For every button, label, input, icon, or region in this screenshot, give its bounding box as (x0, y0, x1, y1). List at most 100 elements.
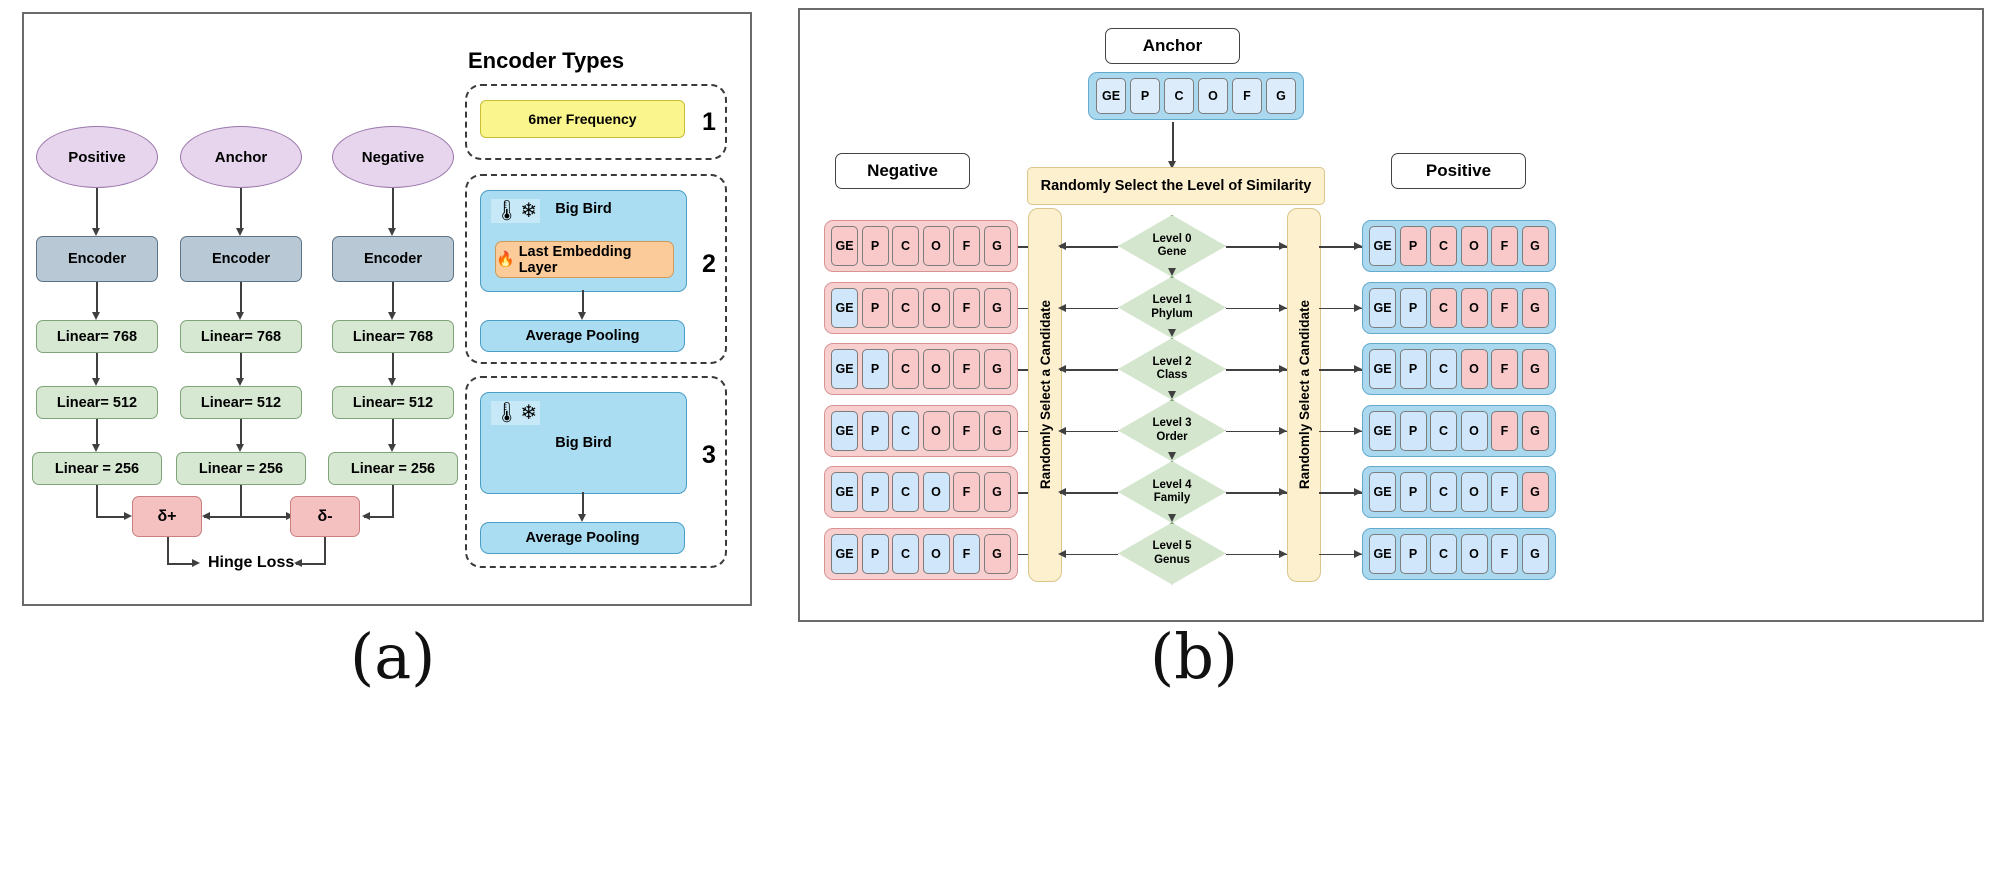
arrow-icon (1354, 242, 1362, 250)
token-cell: C (1430, 533, 1457, 574)
connector (1226, 430, 1287, 433)
thermometer-snowflake-icon: 🌡❄ (491, 401, 541, 425)
level-line1: Level 2 (1152, 355, 1192, 368)
figure-label-a: (a) (350, 620, 436, 693)
token-cell: C (892, 472, 919, 512)
level-line1: Level 1 (1152, 294, 1192, 307)
arrow-icon (1279, 426, 1287, 435)
arrow-icon (92, 378, 100, 386)
anchor-token-4: F (1232, 78, 1262, 114)
token-cell: F (1491, 226, 1518, 266)
connector (1319, 430, 1362, 433)
hinge-loss-label: Hinge Loss (208, 554, 295, 571)
token-cell: G (983, 226, 1011, 266)
connector (96, 485, 98, 517)
token-cell: GE (1369, 472, 1396, 512)
level-line2: Family (1153, 492, 1191, 504)
token-cell: G (1521, 226, 1549, 266)
arrow-icon (1279, 242, 1287, 250)
anchor-token-1: P (1130, 78, 1160, 114)
token-cell: P (1399, 349, 1427, 389)
arrow-icon (236, 312, 244, 320)
candidate-bar-left: Randomly Select a Candidate (1028, 208, 1062, 582)
connector (1226, 307, 1287, 310)
node-delta-negative: δ- (290, 496, 360, 537)
arrow-icon (1058, 303, 1066, 312)
level-line1: Level 5 (1152, 540, 1192, 553)
arrow-icon (1058, 549, 1066, 558)
level-line2: Class (1156, 369, 1188, 381)
token-cell: F (1491, 410, 1518, 451)
token-cell: P (1399, 472, 1427, 512)
connector (296, 563, 324, 565)
node-negative: Negative (332, 126, 454, 188)
connector (240, 419, 242, 447)
node-linear256-anchor: Linear = 256 (176, 452, 306, 485)
node-anchor: Anchor (180, 126, 302, 188)
encoder-type-3-number: 3 (702, 441, 716, 469)
token-cell: GE (831, 533, 858, 574)
connector (1226, 369, 1287, 371)
token-cell: F (1491, 472, 1518, 512)
connector (1319, 369, 1362, 371)
arrow-icon (1279, 488, 1287, 496)
connector (96, 282, 98, 315)
arrow-icon (388, 228, 396, 236)
arrow-icon (1279, 303, 1287, 312)
token-cell: C (892, 533, 919, 574)
arrow-icon (236, 444, 244, 452)
arrow-icon (236, 228, 244, 236)
anchor-token-2: C (1164, 78, 1194, 114)
connector (364, 516, 394, 518)
level-line1: Level 4 (1152, 478, 1192, 491)
connector (1060, 553, 1118, 556)
token-cell: C (1430, 410, 1457, 451)
candidate-bar-right-label: Randomly Select a Candidate (1296, 300, 1312, 490)
token-cell: F (1491, 349, 1518, 389)
connector (1226, 492, 1287, 494)
token-cell: F (953, 410, 980, 451)
token-cell: P (1399, 410, 1427, 451)
connector (392, 282, 394, 315)
arrow-icon (1058, 365, 1066, 373)
arrow-icon (1058, 242, 1066, 250)
token-cell: O (1460, 226, 1488, 266)
positive-header: Positive (1391, 153, 1526, 189)
arrow-icon (294, 559, 302, 567)
select-level-bar: Randomly Select the Level of Similarity (1027, 167, 1325, 205)
token-cell: P (1399, 226, 1427, 266)
token-cell: GE (831, 349, 858, 389)
encoder-types-title: Encoder Types (468, 48, 625, 73)
arrow-icon (1354, 365, 1362, 373)
connector (96, 516, 126, 518)
token-cell: O (922, 472, 950, 512)
node-encoder-positive: Encoder (36, 236, 158, 282)
arrow-icon (236, 378, 244, 386)
node-linear768-positive: Linear= 768 (36, 320, 158, 353)
arrow-icon (1168, 452, 1176, 460)
token-cell: GE (1369, 226, 1396, 266)
arrow-icon (388, 378, 396, 386)
arrow-icon (92, 312, 100, 320)
level-line2: Order (1156, 430, 1188, 443)
token-cell: P (1399, 287, 1427, 328)
token-cell: GE (1369, 533, 1396, 574)
arrow-icon (388, 444, 396, 452)
node-average-pooling-2: Average Pooling (480, 320, 685, 352)
connector (582, 492, 584, 517)
anchor-token-5: G (1266, 78, 1296, 114)
encoder-type-1-group (465, 84, 727, 160)
token-cell: G (983, 533, 1011, 574)
node-encoder-negative: Encoder (332, 236, 454, 282)
token-cell: P (861, 533, 889, 574)
